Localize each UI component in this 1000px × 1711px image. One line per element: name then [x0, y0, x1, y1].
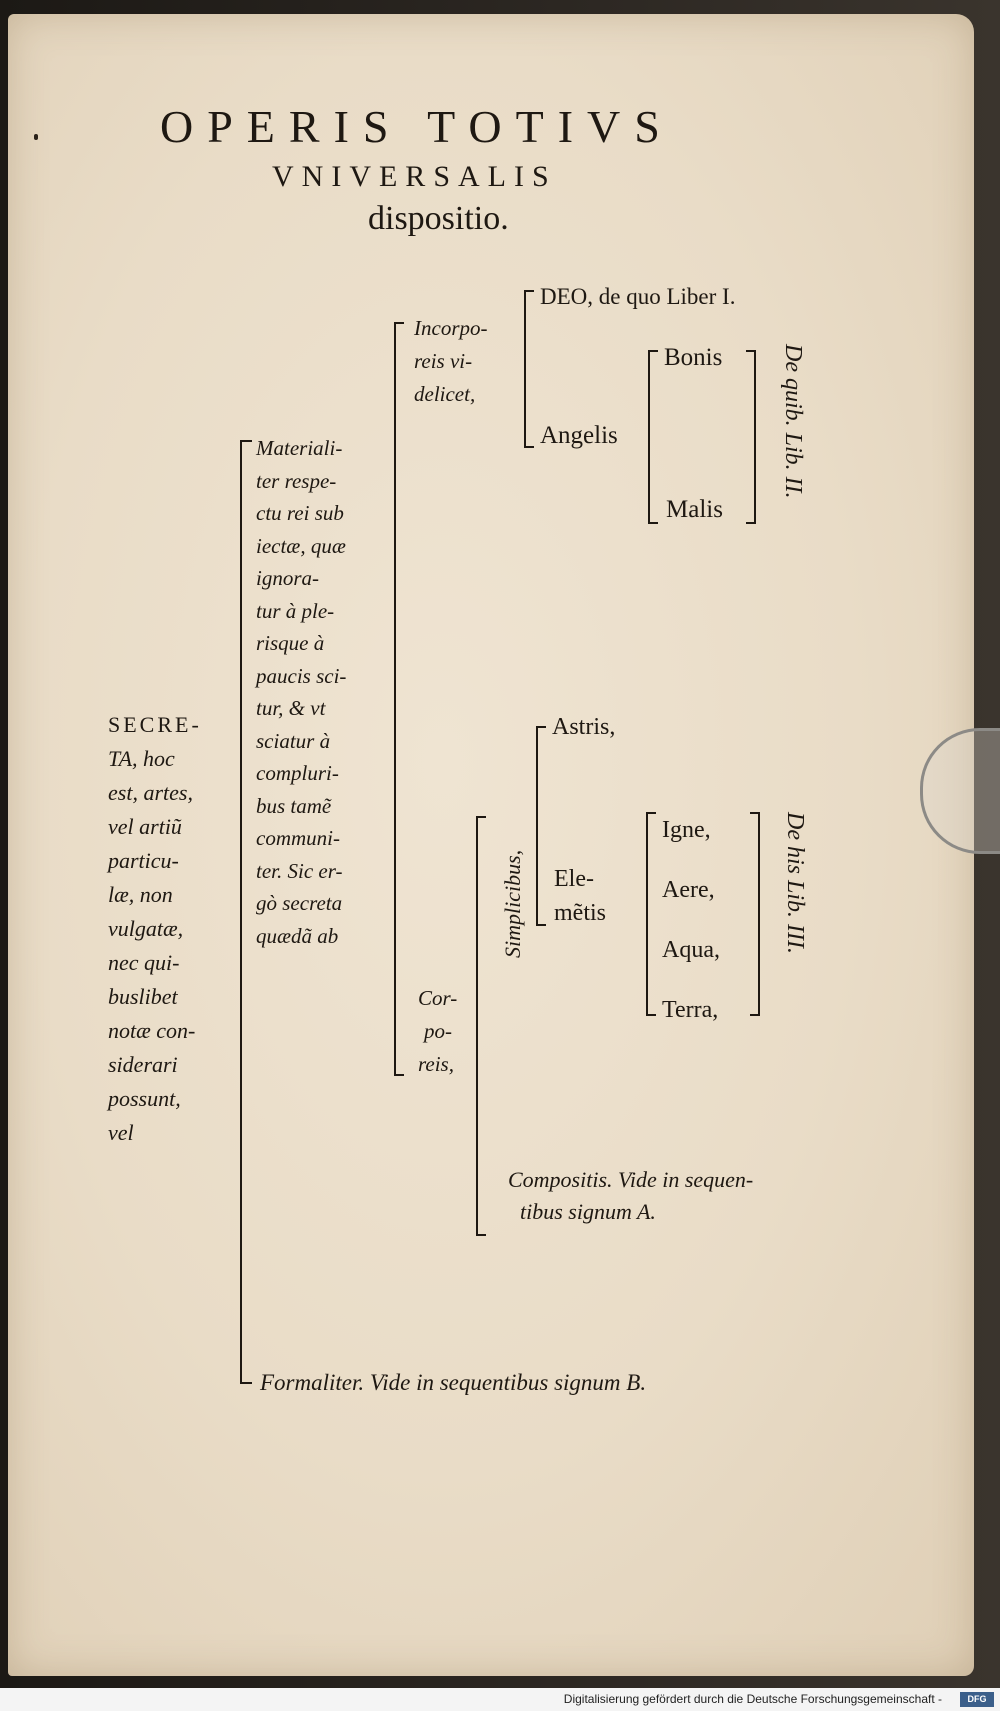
root-line: nec qui- — [108, 950, 180, 975]
angelis-text: Angelis — [540, 422, 618, 449]
bonis-text: Bonis — [664, 344, 723, 371]
materialiter-line: bus tamẽ — [256, 793, 332, 818]
materialiter-line: sciatur à — [256, 728, 331, 753]
elements-bracket-left — [646, 812, 656, 1016]
compositis-line: Compositis. Vide in sequen- — [508, 1167, 754, 1192]
materialiter-line: paucis sci- — [256, 663, 347, 688]
materialiter-line: communi- — [256, 826, 340, 850]
materialiter-line: ter. Sic er- — [256, 858, 343, 883]
simplicibus-bracket — [536, 726, 546, 926]
root-line: vel — [108, 1120, 134, 1145]
compositis-line: tibus signum A. — [520, 1199, 656, 1224]
angels-bracket-left — [648, 350, 658, 524]
root-line: particu- — [108, 848, 179, 873]
element-item: Aqua, — [662, 937, 720, 963]
elements-list: Igne, Aere, Aqua, Terra, — [662, 800, 720, 1040]
corporeis-line: Cor- — [418, 986, 458, 1010]
de-quib-text: De quib. Lib. II. — [780, 344, 806, 499]
malis-text: Malis — [666, 496, 723, 523]
materialiter-line: ignora- — [256, 566, 319, 590]
root-line: siderari — [108, 1052, 178, 1077]
de-his-text: De his Lib. III. — [782, 812, 808, 954]
title-line-1: OPERIS TOTIVS — [160, 101, 674, 152]
materialiter-line: risque à — [256, 631, 325, 655]
materialiter-line: iectæ, quæ — [256, 533, 346, 558]
deo-label: DEO, de quo Liber I. — [540, 284, 736, 309]
root-line: læ, non — [108, 882, 173, 907]
materialiter-line: tur à ple- — [256, 598, 335, 623]
title-line-3: dispositio. — [368, 200, 509, 237]
digitization-footer: Digitalisierung gefördert durch die Deut… — [0, 1688, 1000, 1711]
element-item: Igne, — [662, 817, 711, 843]
incorporeis-line: delicet, — [414, 382, 476, 406]
main-bracket — [240, 440, 252, 1384]
elementis-text: Ele- mẽtis — [554, 862, 606, 930]
element-item: Aere, — [662, 877, 715, 903]
root-text: SECRE- TA, hoc est, artes, vel artiũ par… — [108, 708, 202, 1150]
materialiter-line: gò secreta — [256, 891, 343, 915]
deo-text: DEO, de quo Liber I. — [540, 284, 735, 310]
materialiter-line: tur, & vt — [256, 696, 326, 720]
corporeis-line: reis, — [418, 1052, 454, 1076]
materialiter-line: Materiali- — [256, 436, 343, 460]
materialiter-line: ctu rei sub — [256, 501, 344, 525]
compositis-text: Compositis. Vide in sequen- tibus signum… — [508, 1164, 753, 1228]
incorporeis-bracket — [524, 290, 534, 448]
formaliter-text: Formaliter. Vide in sequentibus signum B… — [260, 1370, 647, 1395]
title-line-2: VNIVERSALIS — [272, 160, 557, 193]
incorporeis-line: reis vi- — [414, 349, 473, 373]
elements-bracket-right — [750, 812, 760, 1016]
root-line: est, artes, — [108, 780, 193, 805]
corporeis-bracket — [476, 816, 486, 1236]
material-bracket — [394, 322, 404, 1076]
root-line: notæ con- — [108, 1018, 196, 1043]
incorporeis-line: Incorpo- — [414, 316, 488, 340]
root-line: SECRE- — [108, 712, 202, 737]
corporeis-line: po- — [424, 1019, 452, 1043]
root-line: vel artiũ — [108, 814, 182, 839]
page — [8, 14, 974, 1676]
elementis-line: mẽtis — [554, 900, 606, 926]
element-item: Terra, — [662, 997, 719, 1023]
corporeis-text: Cor- po- reis, — [418, 982, 457, 1081]
materialiter-line: ter respe- — [256, 468, 337, 493]
angels-bracket-right — [746, 350, 756, 524]
root-line: buslibet — [108, 984, 178, 1009]
incorporeis-text: Incorpo- reis vi- delicet, — [414, 312, 487, 411]
root-line: vulgatæ, — [108, 916, 184, 941]
elementis-line: Ele- — [554, 866, 594, 892]
ink-dot — [34, 134, 38, 140]
materialiter-line: quædã ab — [256, 923, 339, 948]
root-line: possunt, — [108, 1086, 181, 1111]
dfg-logo: DFG — [960, 1692, 994, 1707]
simplicibus-text: Simplicibus, — [500, 849, 525, 958]
materialiter-line: compluri- — [256, 761, 339, 785]
astris-text: Astris, — [552, 714, 616, 740]
materialiter-text: Materiali- ter respe- ctu rei sub iectæ,… — [256, 432, 346, 952]
root-line: TA, hoc — [108, 746, 175, 771]
